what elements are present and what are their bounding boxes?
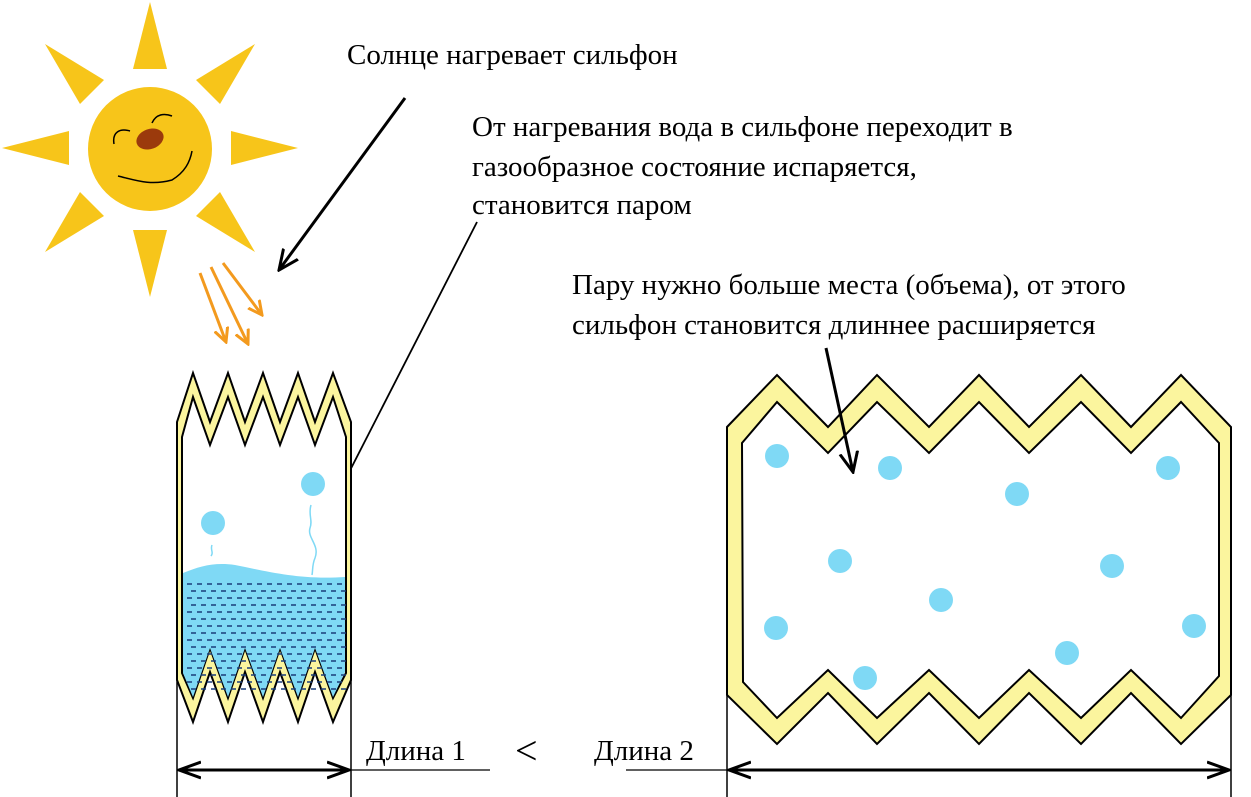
expansion-caption-arrow — [824, 347, 853, 472]
caption-expansion-line1: Пару нужно больше места (объема), от это… — [572, 269, 1126, 301]
caption-expansion-line2: сильфон становится длиннее расширяется — [572, 309, 1095, 341]
small-bellows — [176, 369, 352, 797]
heat-rays-icon — [198, 262, 262, 344]
sun-icon — [2, 2, 298, 297]
vapor-droplets — [201, 472, 325, 576]
caption-sun-heats: Солнце нагревает сильфон — [347, 39, 678, 71]
sun-caption-arrow — [279, 97, 407, 270]
length1-label: Длина 1 — [366, 735, 466, 767]
length2-label: Длина 2 — [594, 735, 694, 767]
caption-evaporation-line2: газообразное состояние испаряется, — [472, 151, 917, 183]
water — [183, 563, 346, 697]
caption-evaporation-line3: становится паром — [472, 189, 692, 221]
less-than-sign: < — [515, 728, 538, 773]
expanded-bellows — [726, 373, 1232, 797]
caption-evaporation-line1: От нагревания вода в сильфоне переходит … — [472, 111, 1013, 143]
steam-droplets — [764, 444, 1206, 690]
